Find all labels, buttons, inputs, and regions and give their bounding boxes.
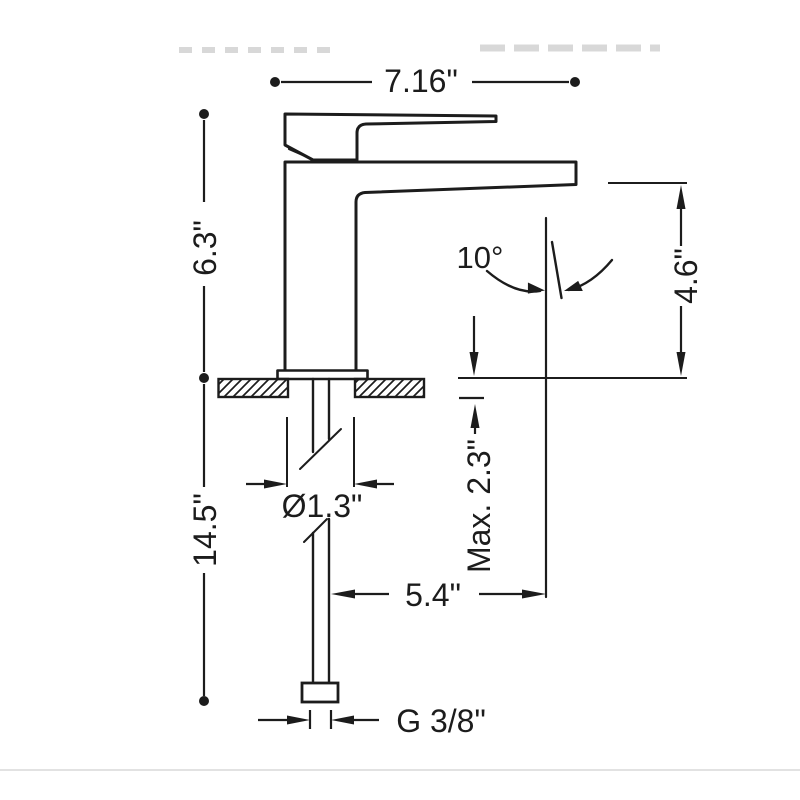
tube-break-line-upper: [299, 428, 342, 470]
angle-arrowhead-left: [527, 282, 545, 294]
arrowhead-left: [331, 589, 355, 599]
dim-spout-reach: 5.4": [331, 577, 546, 613]
dim-below-dot-bottom: [199, 696, 209, 706]
dim-diameter-label: Ø1.3": [282, 488, 363, 524]
dim-width-dot-left: [270, 77, 280, 87]
faucet-outline: [276, 112, 578, 381]
arrowhead-left: [354, 479, 377, 489]
arrowhead-down: [676, 352, 686, 376]
angle-arrowhead-right: [564, 280, 583, 291]
faucet-base-plate: [276, 369, 369, 381]
dim-width: 7.16": [270, 63, 580, 99]
arrowhead-right: [522, 589, 546, 599]
dim-height-label: 6.3": [187, 220, 223, 276]
dim-height-dot-bottom: [199, 373, 209, 383]
dim-spout-height: 4.6": [608, 182, 704, 376]
dim-hole-diameter: Ø1.3": [246, 417, 394, 524]
dim-spout-height-label: 4.6": [668, 248, 704, 304]
dim-max-deck: Max. 2.3": [459, 316, 497, 573]
dim-thread-label: G 3/8": [396, 703, 486, 739]
dim-thread: G 3/8": [258, 703, 486, 739]
dim-stream-angle: 10°: [457, 216, 614, 599]
arrowhead-right: [264, 479, 287, 489]
arrowhead-right: [287, 715, 310, 725]
dim-width-dot-right: [570, 77, 580, 87]
faucet-handle-lever: [283, 112, 498, 162]
tube-break-line-lower: [303, 518, 328, 543]
arrowhead-up: [676, 185, 686, 209]
dim-max-deck-label: Max. 2.3": [461, 439, 497, 573]
arrowhead-down: [469, 352, 479, 376]
faucet-body-spout: [283, 160, 578, 373]
handle-detail-line: [287, 147, 314, 161]
supply-tube: [299, 377, 342, 704]
faded-artifact-marks: [0, 44, 800, 771]
counter-deck: [217, 377, 687, 399]
dim-below-counter-label: 14.5": [187, 493, 223, 567]
dim-height-above-counter: 6.3": [187, 109, 223, 383]
deck-hatch-left: [217, 377, 290, 399]
dim-width-label: 7.16": [384, 63, 458, 99]
deck-hatch-right: [353, 377, 426, 399]
thread-connector: [300, 681, 340, 704]
arrowhead-left: [331, 715, 354, 725]
dim-spout-reach-label: 5.4": [405, 577, 461, 613]
dim-height-dot-top: [199, 109, 209, 119]
arrowhead-up: [470, 404, 480, 428]
stream-angle-label: 10°: [457, 240, 504, 275]
dim-below-counter: 14.5": [187, 384, 223, 706]
stream-tilted-line: [550, 240, 563, 300]
